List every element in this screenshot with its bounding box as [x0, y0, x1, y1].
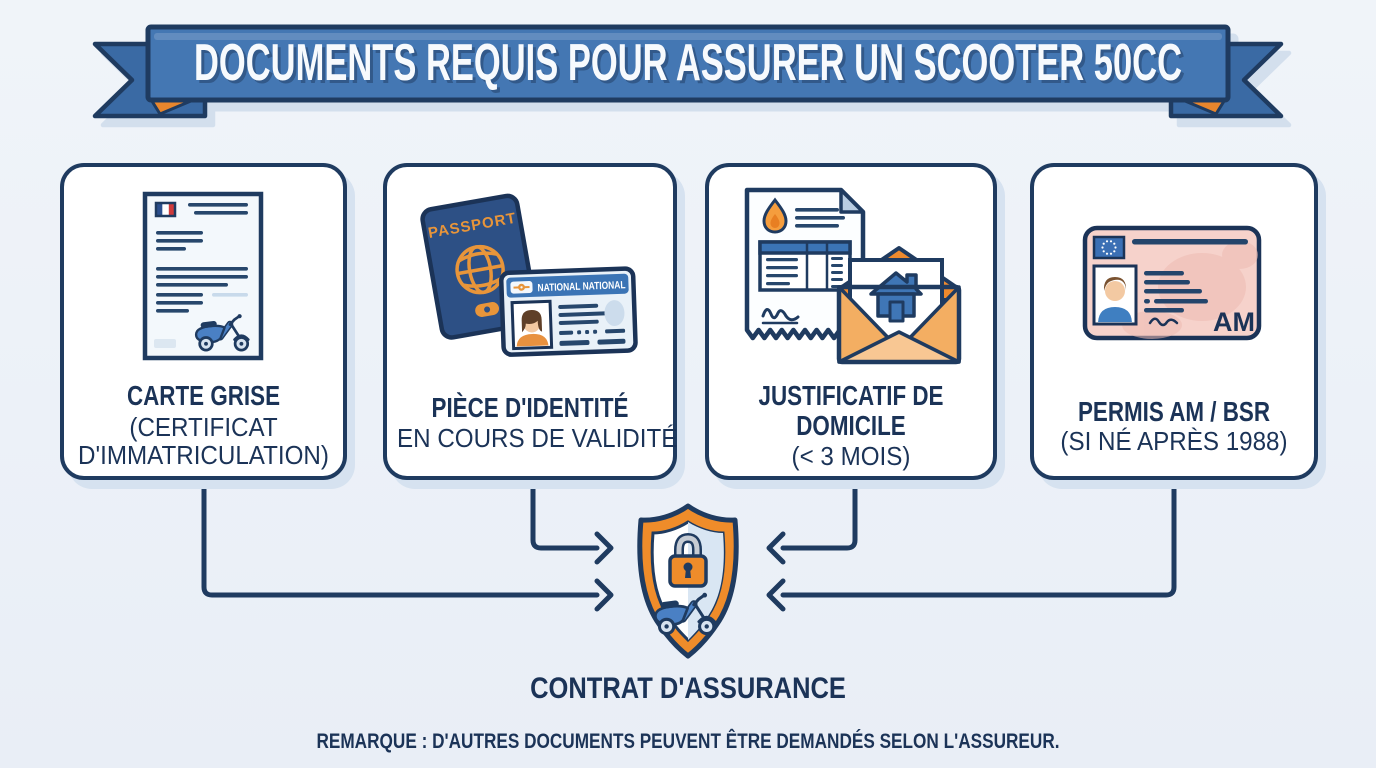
am-badge: AM — [1213, 307, 1255, 337]
card1-subtitle-line1: (CERTIFICAT — [129, 412, 278, 442]
driving-license-icon: AM — [1082, 225, 1262, 341]
card-piece-identite: PASSPORT — [383, 163, 677, 480]
footnote-text: REMARQUE : D'AUTRES DOCUMENTS PEUVENT ÊT… — [316, 729, 1060, 753]
connector-card4 — [780, 471, 1177, 598]
ribbon-band — [145, 24, 1231, 103]
id-card-header-label: NATIONAL NATIONAL — [537, 279, 626, 294]
card-justificatif-domicile: JUSTIFICATIF DE DOMICILE (< 3 MOIS) — [705, 163, 997, 480]
connector-card2 — [530, 471, 600, 551]
license-photo — [1092, 264, 1138, 326]
page-fold — [839, 188, 865, 214]
flame-icon — [762, 197, 788, 234]
card3-subtitle: (< 3 MOIS) — [791, 441, 911, 471]
contract-assurance-label: CONTRAT D'ASSURANCE — [530, 672, 846, 705]
passport-emblem — [475, 302, 500, 317]
ribbon-highlight — [154, 33, 1222, 40]
card2-subtitle: EN COURS DE VALIDITÉ — [397, 423, 678, 453]
globe-icon — [455, 244, 505, 295]
padlock-icon — [668, 532, 708, 588]
document-text-lines — [154, 203, 248, 348]
banner-title: DOCUMENTS REQUIS POUR ASSURER UN SCOOTER… — [194, 34, 1182, 92]
arrowhead-left-upper-icon — [766, 531, 786, 565]
card3-title-line1: JUSTIFICATIF DE — [758, 380, 944, 411]
arrowhead-right-upper-icon — [594, 531, 614, 565]
id-card-text-lines — [558, 300, 626, 346]
id-card-icon: NATIONAL NATIONAL — [499, 266, 638, 357]
insurance-shield-icon — [637, 503, 739, 659]
card4-subtitle: (SI NÉ APRÈS 1988) — [1060, 426, 1288, 456]
arrowhead-right-lower-icon — [594, 578, 614, 612]
eu-flag-icon — [1092, 235, 1126, 260]
connector-card1 — [201, 471, 600, 598]
id-card-header-band — [506, 273, 629, 298]
license-signature — [1148, 317, 1179, 327]
envelope-icon — [836, 246, 962, 365]
card-carte-grise: CARTE GRISE (CERTIFICAT D'IMMATRICULATIO… — [60, 163, 347, 480]
card-permis-am-bsr: AM PERMIS AM / BSR (SI NÉ APRÈS 1988) — [1030, 163, 1318, 480]
connector-card3 — [780, 471, 858, 551]
bill-text-lines — [795, 208, 845, 228]
signature — [761, 308, 800, 325]
banner-title-shadow: DOCUMENTS REQUIS POUR ASSURER UN SCOOTER… — [197, 37, 1185, 95]
card1-subtitle-line2: D'IMMATRICULATION) — [78, 440, 329, 470]
license-top-line — [1132, 239, 1248, 245]
card4-title: PERMIS AM / BSR — [1077, 396, 1271, 427]
vehicle-registration-document-icon — [142, 191, 264, 361]
id-photo — [510, 299, 554, 351]
utility-bill-icon — [744, 187, 866, 341]
utility-bill-and-envelope-icon — [744, 187, 962, 365]
license-text-lines — [1144, 271, 1208, 313]
card3-title-line2: DOMICILE — [796, 410, 906, 441]
id-card-emblem — [510, 281, 533, 294]
card1-title: CARTE GRISE — [126, 380, 281, 411]
card2-title: PIÈCE D'IDENTITÉ — [431, 392, 629, 423]
bill-table — [758, 240, 852, 292]
french-flag-icon — [154, 201, 177, 218]
arrowhead-left-lower-icon — [766, 578, 786, 612]
envelope-outline — [836, 284, 962, 365]
passport-and-id-card-icon: PASSPORT — [420, 193, 638, 357]
banner-ribbon: DOCUMENTS REQUIS POUR ASSURER UN SCOOTER… — [92, 24, 1284, 119]
